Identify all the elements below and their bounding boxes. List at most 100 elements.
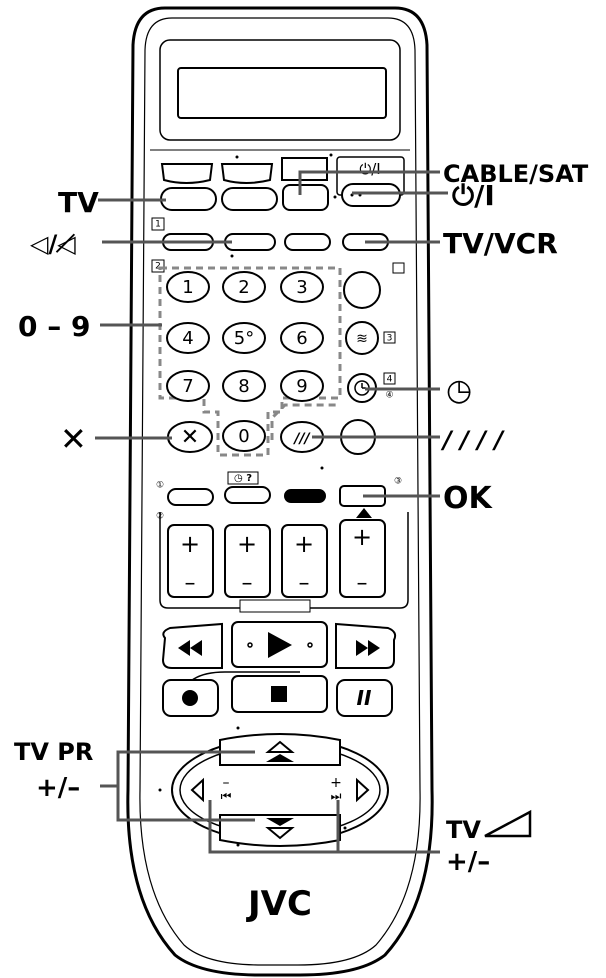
svg-text:5°: 5°: [234, 328, 254, 349]
cancel-icon: ✕: [181, 425, 199, 450]
pm-key-4[interactable]: [339, 519, 386, 598]
svg-text:0: 0: [238, 426, 249, 447]
power-button[interactable]: [341, 183, 401, 207]
right-round-button-1[interactable]: [343, 271, 381, 309]
svg-text:3: 3: [387, 334, 393, 344]
skip-back-icon: ⏮: [221, 789, 232, 803]
display-frame: [159, 39, 401, 141]
svg-text:–: –: [223, 775, 230, 791]
dpad-up[interactable]: [219, 733, 341, 766]
brand-logo: JVC: [246, 884, 312, 924]
digit-8[interactable]: [222, 370, 266, 402]
plus-minus-keys: + – + – + – + –: [167, 519, 386, 598]
svg-text:–: –: [185, 571, 196, 596]
power-label: ⏻/I: [359, 160, 380, 178]
callout-slash: / / / /: [440, 426, 505, 454]
digit-5[interactable]: [222, 322, 266, 354]
ok-row-button-1[interactable]: [167, 488, 214, 506]
svg-text:③: ③: [394, 477, 402, 487]
digit-4[interactable]: [166, 322, 210, 354]
callout-timer: ◷: [446, 373, 472, 408]
pm-key-3[interactable]: [281, 524, 328, 598]
svg-text:①: ①: [156, 481, 164, 491]
row2-button-2[interactable]: [224, 233, 276, 251]
digit-9[interactable]: [280, 370, 324, 402]
label-2: 2: [155, 262, 161, 272]
tv-button-1[interactable]: [160, 187, 217, 211]
pause-button[interactable]: [336, 679, 393, 717]
remote-body-inner: [139, 17, 421, 966]
stop-icon: [271, 686, 287, 702]
volume-wedge-icon: [484, 809, 532, 838]
dpad-right-icon[interactable]: [356, 777, 370, 803]
svg-text:+: +: [180, 530, 200, 558]
callout-tv-vol: TV: [446, 816, 481, 844]
callout-tv-vcr: TV/VCR: [443, 227, 558, 260]
mode-tab-1[interactable]: [160, 163, 214, 184]
dpad-down[interactable]: [219, 814, 341, 847]
fastforward-button[interactable]: [335, 622, 397, 669]
slash-icon: ///: [292, 431, 311, 447]
callout-cancel: ✕: [60, 420, 87, 458]
callout-tv-vol-pm: +/–: [446, 847, 490, 877]
label-1: 1: [155, 220, 161, 230]
callout-cable-sat: CABLE/SAT: [443, 160, 589, 188]
callout-digits: 0 – 9: [18, 310, 90, 343]
rewind-icon: [178, 640, 202, 656]
svg-text:6: 6: [296, 328, 307, 349]
svg-text:3: 3: [296, 277, 307, 298]
svg-text:+: +: [237, 530, 257, 558]
svg-text:9: 9: [296, 376, 307, 397]
callout-ok: OK: [443, 481, 494, 516]
wifi-icon: ≋: [356, 331, 368, 347]
ok-row-button-3[interactable]: [284, 489, 326, 503]
callout-tv: TV: [58, 186, 99, 219]
dpad-left-icon[interactable]: [190, 777, 204, 803]
digit-3[interactable]: [280, 271, 324, 303]
svg-text:–: –: [299, 571, 310, 596]
ok-row-button-2[interactable]: [224, 486, 271, 504]
skip-forward-icon: ⏭: [331, 789, 342, 803]
digit-0[interactable]: [222, 420, 266, 452]
callout-power: ⏻/I: [452, 179, 495, 212]
record-icon: [182, 690, 198, 706]
svg-text:2: 2: [238, 277, 249, 298]
tv-button-2[interactable]: [221, 187, 278, 211]
svg-text:–: –: [357, 571, 368, 596]
row2-button-3[interactable]: [284, 233, 331, 251]
callout-tv-pr: TV PR: [14, 738, 93, 766]
play-icon: [268, 632, 292, 658]
up-arrow-icon: [265, 740, 295, 753]
digit-6[interactable]: [280, 322, 324, 354]
wifi-button[interactable]: [345, 321, 379, 355]
digits-dashed-frame: [158, 266, 342, 457]
svg-text:8: 8: [238, 376, 249, 397]
digit-7[interactable]: [166, 370, 210, 402]
cable-sat-button[interactable]: [282, 184, 329, 211]
rewind-button[interactable]: [161, 622, 223, 669]
timer-help-label: ◷ ?: [234, 473, 252, 484]
svg-text:+: +: [294, 530, 314, 558]
svg-text:4: 4: [387, 375, 393, 385]
display-window: [177, 67, 387, 119]
svg-text:④: ④: [385, 391, 393, 401]
pm-key-1[interactable]: [167, 524, 214, 598]
svg-text:7: 7: [182, 376, 193, 397]
svg-text:1: 1: [182, 277, 193, 298]
callout-mute: ◁/◁̸: [30, 230, 76, 258]
pause-icon: II: [357, 686, 372, 710]
svg-text:+: +: [330, 775, 342, 791]
svg-text:4: 4: [182, 328, 193, 349]
down-arrow-icon: [265, 827, 295, 840]
fastforward-icon: [356, 640, 380, 656]
digit-2[interactable]: [222, 271, 266, 303]
callout-tv-pr-pm: +/–: [36, 773, 80, 803]
svg-text:–: –: [242, 571, 253, 596]
mode-tab-2[interactable]: [220, 163, 274, 184]
svg-text:+: +: [352, 523, 372, 551]
mode-tab-3[interactable]: [281, 157, 328, 181]
digit-1[interactable]: [166, 271, 210, 303]
digit-buttons: 1 2 3 4 5° 6 7 8 9 0: [166, 271, 324, 452]
pm-key-2[interactable]: [224, 524, 271, 598]
